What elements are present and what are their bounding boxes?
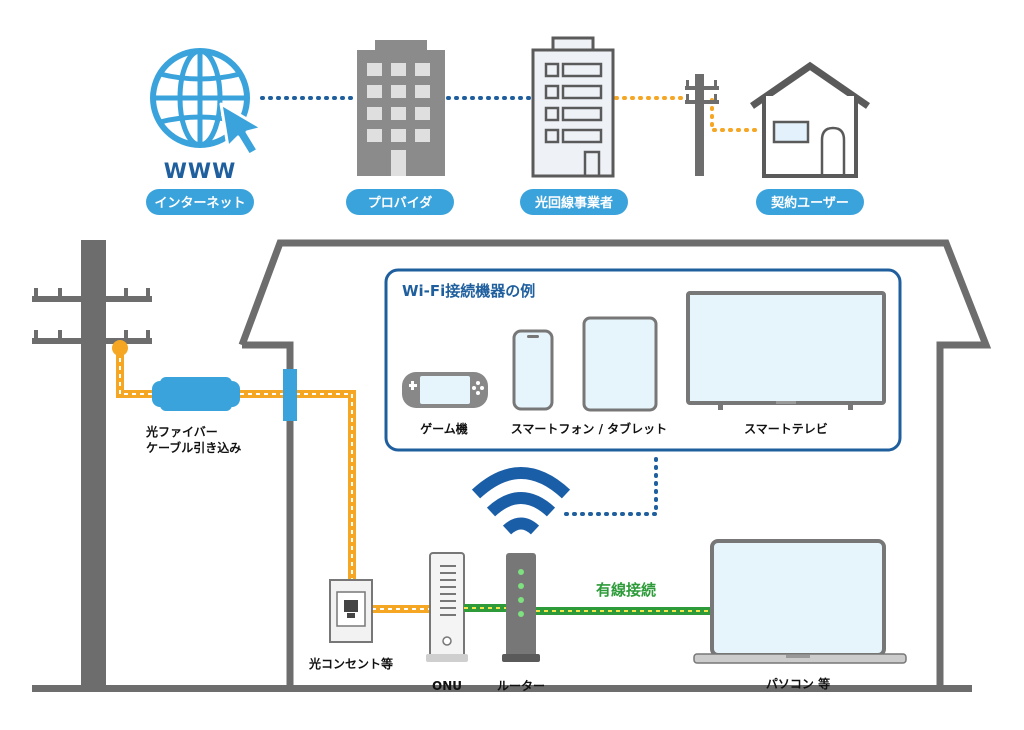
- www-text: WWW: [164, 159, 237, 183]
- laptop-icon: [693, 539, 907, 664]
- smart-tv-icon: [686, 291, 886, 410]
- fiber-label-line1: 光ファイバー: [145, 424, 218, 439]
- wifi-box-link: [564, 450, 658, 516]
- tablet-icon: [582, 316, 658, 412]
- wifi-box-title: Wi-Fi接続機器の例: [402, 282, 535, 300]
- game-console-icon: [402, 372, 488, 408]
- smart-tv-label: スマートテレビ: [744, 421, 828, 436]
- provider-building-icon: [357, 40, 445, 176]
- onu-label: ONU: [432, 679, 462, 693]
- wired-connection-label: 有線接続: [596, 581, 656, 599]
- fiber-cable: [116, 350, 434, 613]
- house-outline: [238, 239, 992, 685]
- house-left-wall: [242, 341, 294, 685]
- fiber-junction-box: [152, 377, 240, 411]
- internet-pill: インターネット: [146, 189, 254, 215]
- wired-link-onu-router: [464, 604, 506, 612]
- wall-entry-plate: [283, 369, 297, 421]
- smartphone-icon: [512, 329, 554, 411]
- provider-pill: プロバイダ: [346, 189, 454, 215]
- wifi-icon: [471, 467, 571, 535]
- utility-pole-small-icon: [685, 74, 719, 176]
- user-house-icon: [750, 61, 870, 178]
- phone-tablet-label: スマートフォン / タブレット: [511, 421, 667, 436]
- utility-pole-icon: [32, 240, 152, 690]
- cursor-arrow-icon: [219, 102, 264, 157]
- user-pill-label: 契約ユーザー: [770, 195, 849, 211]
- provider-pill-label: プロバイダ: [368, 195, 432, 211]
- fiber-connector-icon: [112, 340, 128, 356]
- internet-pill-label: インターネット: [154, 196, 245, 211]
- router-device-icon: [502, 553, 540, 662]
- optical-outlet-icon: [329, 579, 373, 643]
- outlet-label: 光コンセント等: [308, 656, 393, 671]
- onu-device-icon: [426, 552, 468, 662]
- globe-icon: [150, 48, 250, 148]
- router-label: ルーター: [497, 679, 545, 693]
- game-console-label: ゲーム機: [420, 421, 468, 436]
- carrier-building-icon: [531, 36, 615, 178]
- user-pill: 契約ユーザー: [756, 189, 864, 215]
- carrier-pill-label: 光回線事業者: [534, 195, 613, 211]
- pc-label: パソコン 等: [766, 676, 830, 691]
- fiber-label-line2: ケーブル引き込み: [146, 440, 241, 455]
- pole-house-link: [710, 98, 764, 132]
- ground-line: [32, 685, 972, 692]
- carrier-pill: 光回線事業者: [520, 189, 628, 215]
